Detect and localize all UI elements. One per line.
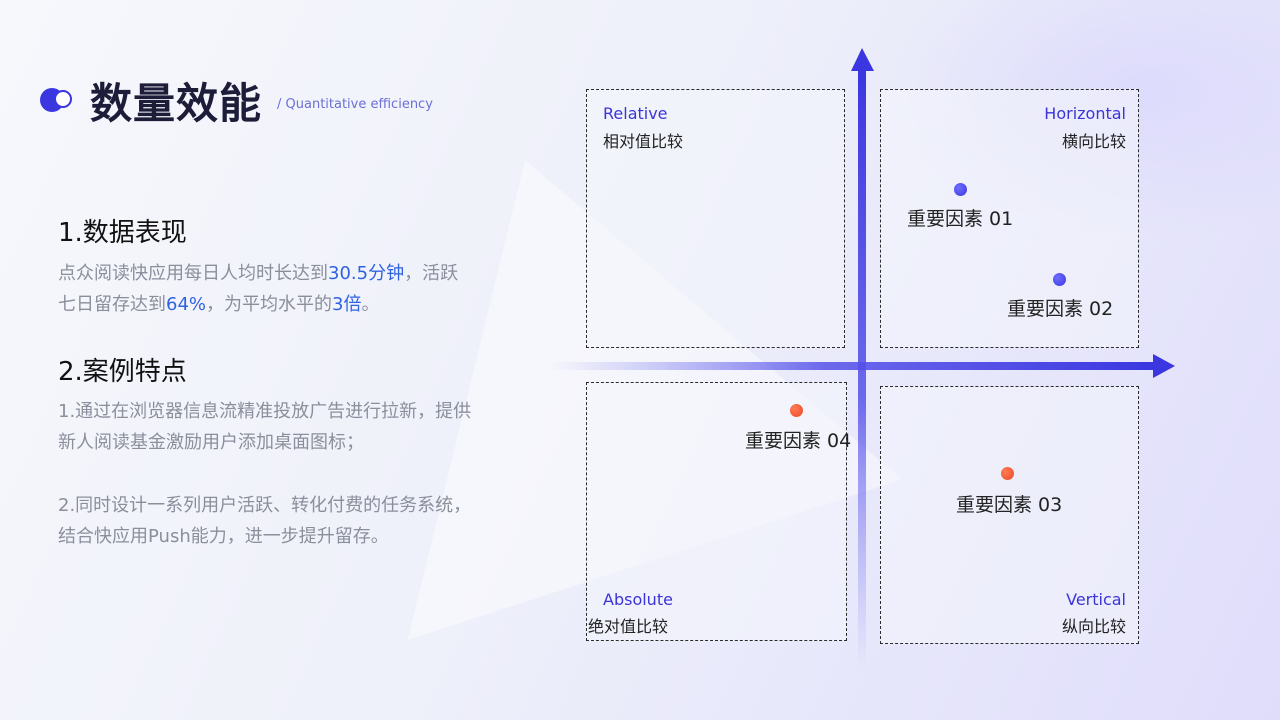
- page-title: 数量效能: [90, 79, 263, 128]
- horizontal-axis: [548, 362, 1160, 370]
- section1-body: 点众阅读快应用每日人均时长达到30.5分钟，活跃 七日留存达到64%，为平均水平…: [58, 258, 508, 320]
- quadrant-top-left: Relative 相对值比较: [586, 89, 845, 348]
- text-span: 。: [361, 294, 380, 315]
- quadrant-en-label: Absolute: [603, 590, 673, 609]
- factor-04-marker: [790, 404, 803, 417]
- factor-03-label: 重要因素 03: [956, 494, 1063, 516]
- vertical-axis-arrow-icon: [851, 48, 874, 71]
- section2-item2: 2.同时设计一系列用户活跃、转化付费的任务系统， 结合快应用Push能力，进一步…: [58, 490, 508, 552]
- quadrant-bottom-left: Absolute 绝对值比较: [586, 382, 847, 641]
- ring-dot-icon: [54, 90, 72, 108]
- factor-01-marker: [954, 183, 967, 196]
- section2-heading: 2.案例特点: [58, 357, 187, 387]
- highlight-duration: 30.5分钟: [328, 263, 405, 284]
- section2-item1-line2: 新人阅读基金激励用户添加桌面图标；: [58, 432, 364, 453]
- horizontal-axis-arrow-icon: [1153, 354, 1175, 378]
- section1-line2: 七日留存达到64%，为平均水平的3倍。: [58, 289, 508, 320]
- quadrant-en-label: Vertical: [1066, 590, 1126, 609]
- factor-01-label: 重要因素 01: [907, 208, 1014, 230]
- quadrant-en-label: Horizontal: [1044, 104, 1126, 123]
- section2-item2-line2: 结合快应用Push能力，进一步提升留存。: [58, 526, 389, 547]
- quadrant-zh-label: 相对值比较: [603, 132, 684, 151]
- factor-03-marker: [1001, 467, 1014, 480]
- section1-heading: 1.数据表现: [58, 218, 187, 248]
- text-span: 点众阅读快应用每日人均时长达到: [58, 263, 328, 284]
- highlight-multiplier: 3倍: [332, 294, 362, 315]
- quadrant-bottom-right: Vertical 纵向比较: [880, 386, 1139, 644]
- text-span: 七日留存达到: [58, 294, 166, 315]
- quadrant-zh-label: 绝对值比较: [588, 617, 669, 636]
- section2-item2-line1: 2.同时设计一系列用户活跃、转化付费的任务系统，: [58, 495, 472, 516]
- section2-item1-line1: 1.通过在浏览器信息流精准投放广告进行拉新，提供: [58, 401, 472, 422]
- quadrant-top-right: Horizontal 横向比较: [880, 89, 1139, 348]
- text-span: ，为平均水平的: [206, 294, 333, 315]
- quadrant-en-label: Relative: [603, 104, 668, 123]
- factor-02-label: 重要因素 02: [1007, 298, 1114, 320]
- factor-02-marker: [1053, 273, 1066, 286]
- highlight-retention: 64%: [166, 294, 207, 315]
- quadrant-zh-label: 纵向比较: [1061, 617, 1126, 636]
- section2-item1: 1.通过在浏览器信息流精准投放广告进行拉新，提供 新人阅读基金激励用户添加桌面图…: [58, 396, 508, 458]
- quadrant-zh-label: 横向比较: [1061, 132, 1126, 151]
- section1-line1: 点众阅读快应用每日人均时长达到30.5分钟，活跃: [58, 258, 508, 289]
- factor-04-label: 重要因素 04: [745, 430, 852, 452]
- page-subtitle: / Quantitative efficiency: [277, 97, 433, 112]
- logo-dots-icon: [40, 88, 80, 112]
- text-span: ，活跃: [404, 263, 459, 284]
